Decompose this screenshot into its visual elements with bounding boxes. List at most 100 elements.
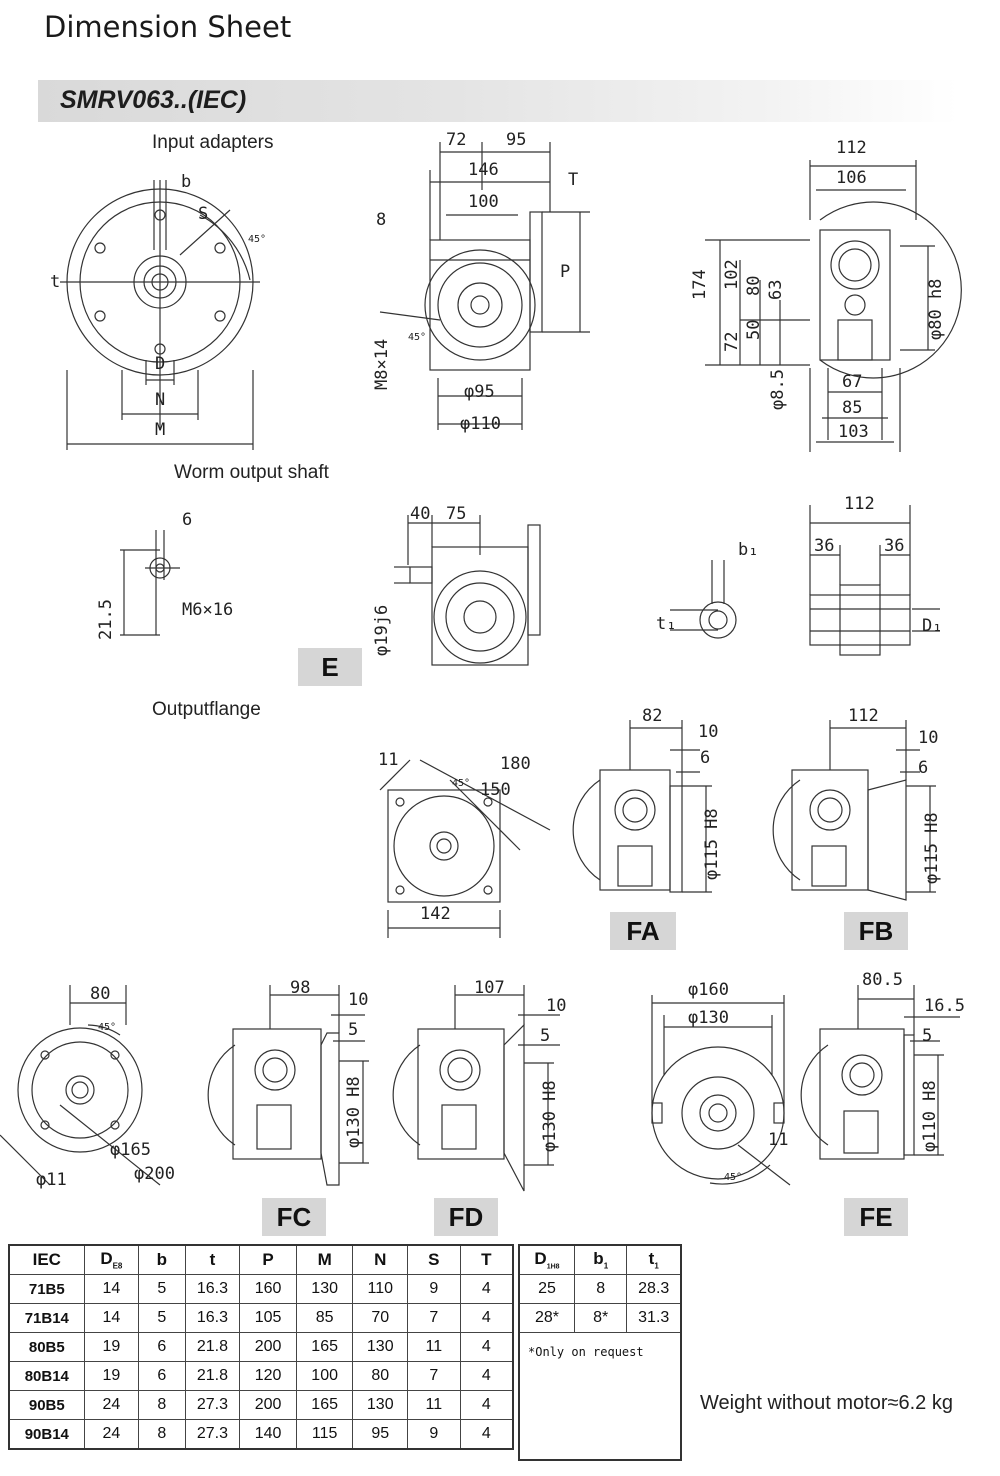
col-header-b1-sub: 1 [603, 1261, 609, 1271]
table-row-head: 90B14 [8, 1419, 85, 1450]
dim-worm-75: 75 [446, 504, 467, 524]
table-cell: 11 [407, 1332, 461, 1362]
worm-shaft-end-drawing [120, 530, 180, 636]
dim-fe-11: 11 [768, 1130, 789, 1150]
dim-fc-phi: φ130 H8 [344, 1076, 364, 1148]
table-cell: 95 [352, 1419, 409, 1450]
dim-fb-10: 10 [918, 728, 939, 748]
table-cell: 70 [352, 1303, 409, 1333]
table-cell: 115 [295, 1419, 354, 1450]
dim-side-72: 72 [722, 331, 742, 352]
col-header-d-sub: E8 [112, 1261, 123, 1271]
table-cell: 5 [138, 1274, 186, 1304]
table-cell: 4 [459, 1332, 514, 1362]
table-cell: 4 [459, 1390, 514, 1420]
table-row-head: 80B14 [8, 1361, 85, 1391]
table-cell: 200 [239, 1332, 297, 1362]
table-cell: 28* [518, 1303, 575, 1333]
table-cell: 27.3 [184, 1419, 241, 1450]
dim-b: b [181, 172, 192, 192]
dim-worm-b1: b₁ [738, 540, 759, 560]
sheet-title: Dimension Sheet [44, 10, 292, 44]
table-cell: 25 [518, 1274, 575, 1304]
table-cell: 100 [295, 1361, 354, 1391]
label-FB: FB [844, 912, 908, 950]
square-output-flange-drawing [379, 759, 551, 938]
table-row-head: 71B14 [8, 1303, 85, 1333]
fa-flange-drawing [572, 720, 712, 893]
table-cell: 4 [459, 1361, 514, 1391]
table-cell: 11 [407, 1390, 461, 1420]
dim-fd-phi: φ130 H8 [540, 1080, 560, 1152]
dim-fc-phi11: φ11 [36, 1170, 67, 1190]
col-header-d1: D1H8 [518, 1244, 575, 1275]
table-row: 28* 8* 31.3 [518, 1303, 682, 1333]
table-cell: 8 [138, 1419, 186, 1450]
dim-fc-10: 10 [348, 990, 369, 1010]
table-cell: 140 [239, 1419, 297, 1450]
dim-front-P: P [560, 262, 571, 282]
dim-worm-D1: D₁ [922, 616, 943, 636]
table-cell: 19 [83, 1361, 140, 1391]
dim-side-50: 50 [744, 319, 764, 340]
table-cell: 120 [239, 1361, 297, 1391]
col-header-t1: t1 [626, 1244, 682, 1275]
fd-side-drawing [392, 985, 560, 1192]
col-header-t-cap: T [459, 1244, 514, 1275]
table-cell: 6 [138, 1361, 186, 1391]
dim-side-80: 80 [744, 275, 764, 296]
table-cell: 7 [407, 1303, 461, 1333]
dim-fd-107: 107 [474, 978, 505, 998]
col-header-t: t [184, 1244, 241, 1275]
table-cell: 160 [239, 1274, 297, 1304]
table-cell: 130 [352, 1332, 409, 1362]
dim-fb-6: 6 [918, 758, 929, 778]
dim-front-angle: 45° [408, 332, 427, 343]
table-cell: 8 [573, 1274, 628, 1304]
dim-fe-angle: 45° [724, 1172, 743, 1183]
dim-fe-phi160: φ160 [688, 980, 729, 1000]
table-cell: 4 [459, 1303, 514, 1333]
table-cell: 6 [138, 1332, 186, 1362]
table-cell: 16.3 [184, 1303, 241, 1333]
dim-fc-80: 80 [90, 984, 111, 1004]
table-cell: 8* [573, 1303, 628, 1333]
table-cell: 28.3 [626, 1274, 682, 1304]
dim-side-112: 112 [836, 138, 867, 158]
dim-D: D [155, 354, 166, 374]
dim-front-phi110: φ110 [460, 414, 501, 434]
table-cell: 16.3 [184, 1274, 241, 1304]
table-cell: 27.3 [184, 1390, 241, 1420]
table-cell: 85 [295, 1303, 354, 1333]
dim-front-m8x14: M8×14 [372, 338, 392, 390]
dim-front-146: 146 [468, 160, 499, 180]
dim-fd-5: 5 [540, 1026, 551, 1046]
dim-adapter-angle: 45° [248, 234, 267, 245]
table-row: 25 8 28.3 [518, 1274, 682, 1304]
col-header-s: S [407, 1244, 461, 1275]
col-header-n: N [352, 1244, 409, 1275]
dim-flange-angle: 45° [452, 778, 471, 789]
side-view-drawing [705, 160, 962, 452]
table-row-head: 71B5 [8, 1274, 85, 1304]
dim-side-63: 63 [766, 279, 786, 300]
col-header-t1-text: t [648, 1249, 655, 1269]
dim-side-phi8-5: φ8.5 [768, 369, 788, 410]
dim-side-phi80h8: φ80 h8 [926, 278, 946, 340]
col-header-d-text: D [100, 1249, 113, 1269]
dim-flange-180: 180 [500, 754, 531, 774]
caption-input-adapters: Input adapters [152, 132, 274, 153]
table-cell: 14 [83, 1303, 140, 1333]
label-FA: FA [610, 912, 676, 950]
dim-side-102: 102 [722, 259, 742, 290]
dim-front-T: T [568, 170, 579, 190]
dim-front-8: 8 [376, 210, 387, 230]
label-FD: FD [434, 1198, 498, 1236]
col-header-t1-sub: 1 [654, 1261, 659, 1271]
dim-fe-5: 5 [922, 1026, 933, 1046]
